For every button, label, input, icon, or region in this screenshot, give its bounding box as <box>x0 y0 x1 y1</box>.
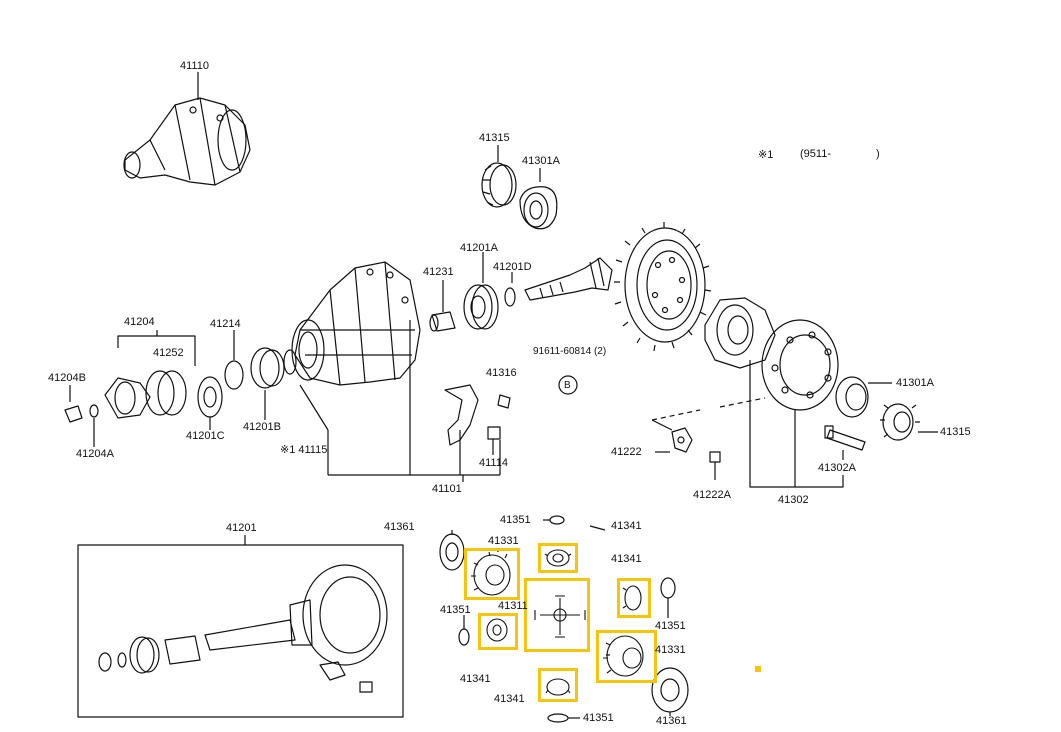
part-label-41110: 41110 <box>180 60 209 72</box>
part-label-41201d: 41201D <box>493 261 532 273</box>
part-label-41201b: 41201B <box>243 421 281 433</box>
note-marker: ※1 <box>758 149 774 161</box>
highlighted-gears <box>471 549 644 696</box>
part-label-41341-bottom: 41341 <box>494 693 525 705</box>
side-bearing-top-part <box>519 168 558 230</box>
part-label-41331-right: 41331 <box>655 644 686 656</box>
part-label-41361-bottom: 41361 <box>656 715 687 727</box>
bearing-spacer-part <box>429 280 456 332</box>
companion-flange-group <box>64 330 297 447</box>
part-label-41351-bottom: 41351 <box>583 712 614 724</box>
part-label-41301a-right: 41301A <box>896 377 934 389</box>
adjusting-nut-lock-part <box>655 427 721 480</box>
part-label-41222a: 41222A <box>693 489 731 501</box>
pinion-ring-gear-kit-box <box>77 544 404 718</box>
part-label-41351-left: 41351 <box>440 604 471 616</box>
note-close: ) <box>876 148 880 160</box>
part-label-41341-right: 41341 <box>611 553 642 565</box>
side-gear-kit-parts <box>439 515 689 723</box>
lock-nut-top-part <box>481 145 517 208</box>
part-label-41302a: 41302A <box>818 462 856 474</box>
differential-case-part <box>704 297 839 411</box>
part-label-41252: 41252 <box>153 347 184 359</box>
part-label-41101: 41101 <box>432 483 462 495</box>
part-label-41201-box: 41201 <box>226 522 257 534</box>
part-label-41115: ※1 41115 <box>280 444 328 456</box>
drive-pinion-part <box>524 257 613 301</box>
axle-housing-case-part <box>291 261 421 386</box>
bolt-code-label: 91611-60814 (2) <box>533 346 607 357</box>
side-bearing-right-part <box>835 376 892 418</box>
part-label-41302: 41302 <box>778 494 809 506</box>
part-label-41361-top: 41361 <box>384 521 415 533</box>
part-label-41231: 41231 <box>423 266 454 278</box>
part-label-41341-top: 41341 <box>611 520 642 532</box>
part-label-41341-left: 41341 <box>460 673 491 685</box>
gasket-retainer-part <box>444 384 511 455</box>
part-label-41351-right: 41351 <box>655 620 686 632</box>
pinion-ring-gear-kit-parts <box>98 564 388 693</box>
note-years: (9511- <box>800 148 831 160</box>
part-label-41204: 41204 <box>124 316 155 328</box>
highlight-pinion-shaft <box>524 578 590 652</box>
highlight-pinion-gear-right <box>617 578 651 618</box>
part-label-41222: 41222 <box>611 446 642 458</box>
highlight-pinion-gear-top <box>538 543 578 573</box>
case-bolt-part <box>824 425 866 460</box>
rear-pinion-bearing-part <box>463 252 499 330</box>
part-label-41201c: 41201C <box>186 430 225 442</box>
lock-nut-right-part <box>880 403 938 441</box>
highlight-side-gear-right <box>596 630 657 683</box>
part-label-41315-right: 41315 <box>940 426 971 438</box>
part-label-41311: 41311 <box>498 600 528 612</box>
part-label-41114: 41114 <box>479 457 508 469</box>
part-label-41204a: 41204A <box>76 448 114 460</box>
differential-carrier-housing-part <box>123 72 251 186</box>
pinion-washer-part <box>504 272 516 307</box>
highlight-pinion-gear-left <box>478 613 518 650</box>
circle-b-label: B <box>564 380 571 391</box>
part-label-41301a-top: 41301A <box>522 155 560 167</box>
highlight-side-gear-top <box>464 548 520 600</box>
part-label-41331-top: 41331 <box>488 535 519 547</box>
ring-gear-part <box>614 222 712 352</box>
part-label-41315-top: 41315 <box>479 132 510 144</box>
reference-circle-b <box>558 375 578 395</box>
part-label-41214: 41214 <box>210 318 241 330</box>
part-label-41201a: 41201A <box>460 242 498 254</box>
part-label-41204b: 41204B <box>48 372 86 384</box>
highlight-marker-dot <box>755 666 761 672</box>
highlight-pinion-gear-bottom <box>538 668 578 702</box>
part-label-41351-top: 41351 <box>500 514 531 526</box>
part-label-41316: 41316 <box>486 367 517 379</box>
